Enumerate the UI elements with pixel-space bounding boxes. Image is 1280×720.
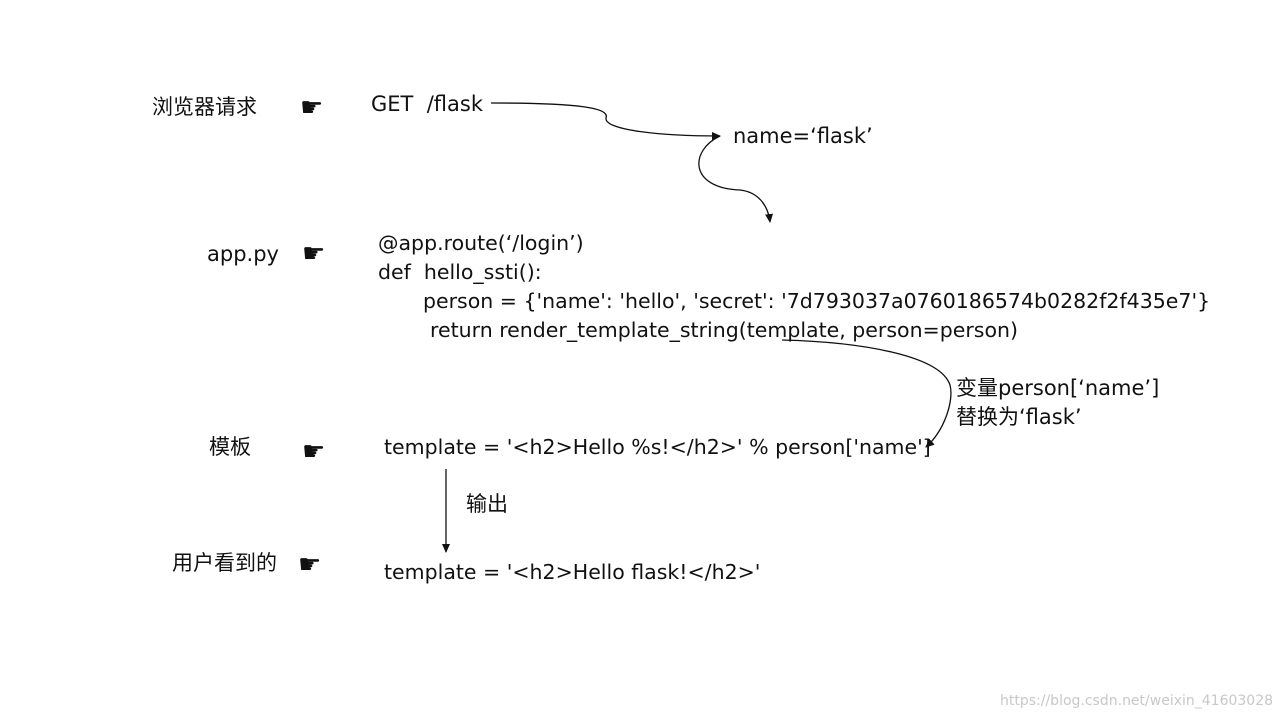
label-app-py: app.py (207, 242, 279, 266)
arrow-param-to-code (698, 135, 774, 223)
pointing-hand-icon: ☛ (302, 437, 326, 467)
label-browser-request: 浏览器请求 (152, 95, 257, 119)
request-param: name=‘flask’ (733, 124, 873, 148)
template-line: template = '<h2>Hello %s!</h2>' % person… (384, 435, 931, 459)
code-line-return: return render_template_string(template, … (430, 318, 1019, 342)
arrow-code-to-template (781, 339, 952, 448)
annotation-replace: 替换为‘flask’ (956, 405, 1082, 429)
output-label: 输出 (466, 492, 508, 516)
pointing-hand-icon: ☛ (302, 239, 326, 269)
request-line: GET /flask (371, 92, 483, 116)
code-line-person: person = {'name': 'hello', 'secret': '7d… (423, 289, 1211, 313)
code-line-def: def hello_ssti(): (378, 260, 542, 284)
annotation-variable: 变量person[‘name’] (956, 376, 1160, 400)
pointing-hand-icon: ☛ (298, 550, 322, 580)
arrow-request-to-param (490, 102, 721, 140)
watermark: https://blog.csdn.net/weixin_41603028 (1000, 693, 1274, 709)
result-line: template = '<h2>Hello flask!</h2>' (384, 560, 761, 584)
pointing-hand-icon: ☛ (300, 93, 324, 123)
code-line-route: @app.route(‘/login’) (378, 231, 584, 255)
label-user-sees: 用户看到的 (172, 551, 277, 575)
label-template: 模板 (209, 435, 251, 459)
